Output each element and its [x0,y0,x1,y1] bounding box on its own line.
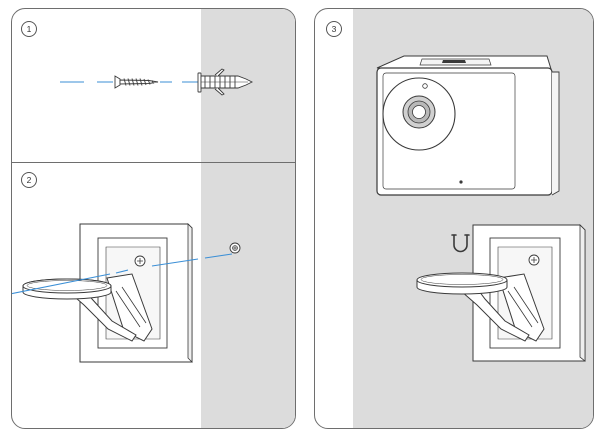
step-divider [12,162,295,163]
mount-arm [106,273,153,342]
wall-anchor-icon [197,68,254,96]
mount-installed-illustration [416,224,586,362]
wall-anchor-screw-icon [229,242,241,254]
instruction-panel-right: 3 [314,8,594,429]
step-2-illustration [12,223,241,363]
step-1-illustration [60,68,254,96]
step-3-number: 3 [326,21,342,37]
magnet-icon [451,234,470,253]
mount-disc [416,272,508,288]
step-1-number: 1 [21,21,37,37]
step-2-number: 2 [21,172,37,188]
mount-arm [498,273,545,342]
screw-icon [114,75,159,89]
status-led [459,180,463,184]
instruction-panel-left: 1 2 [11,8,296,429]
alignment-guide [12,253,233,295]
camera-illustration [376,55,560,196]
